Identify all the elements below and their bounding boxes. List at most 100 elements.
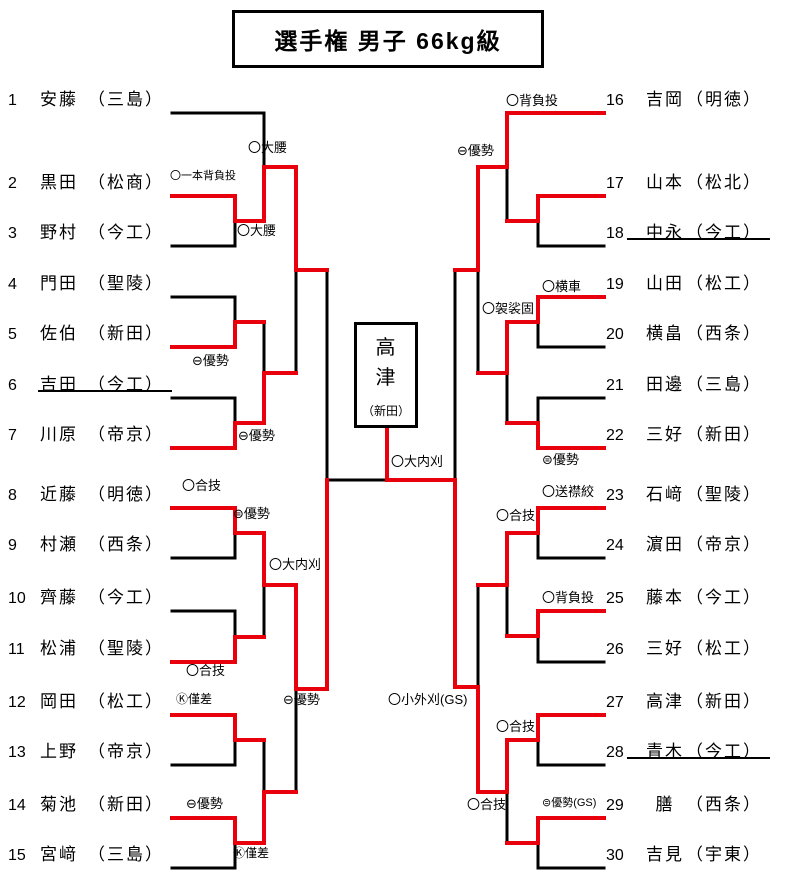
entry-22-number: 22 [606, 427, 624, 444]
title-box: 選手権 男子 66kg級 [232, 10, 544, 68]
technique-label-l_qf1: 〇大腰 [248, 140, 288, 155]
technique-label-r_r2_16: 〇背負投 [506, 93, 559, 108]
entry-25-school: （今工） [686, 588, 762, 607]
entry-13-name: 上野 [40, 742, 78, 761]
technique-label-r_r1_25v26: 〇背負投 [542, 590, 595, 605]
entry-8-number: 8 [8, 487, 17, 504]
entry-3-school: （今工） [88, 223, 164, 242]
entry-27-name: 高津 [646, 692, 684, 711]
entry-25-number: 25 [606, 590, 624, 607]
technique-label-l_r1_4v5: ⊖優勢 [192, 353, 229, 368]
entry-23-school: （聖陵） [686, 485, 762, 504]
entry-3-number: 3 [8, 225, 17, 242]
entry-22-school: （新田） [686, 425, 762, 444]
entry-5-name: 佐伯 [40, 324, 78, 343]
entry-10-number: 10 [8, 590, 26, 607]
technique-label-l_r1_8v9: 〇合技 [182, 478, 222, 493]
entry-20-name: 横畠 [646, 324, 684, 343]
entry-15-school: （三島） [88, 845, 164, 864]
entry-7-name: 川原 [40, 425, 78, 444]
technique-label-r_r1_19v20: 〇横車 [542, 279, 582, 294]
technique-label-l_r2_811: ⊜優勢 [233, 506, 270, 521]
entry-29-number: 29 [606, 797, 624, 814]
technique-label-r_r2_1922: 〇袈裟固 [482, 301, 535, 316]
entry-2-school: （松商） [88, 173, 164, 192]
entry-16-school: （明徳） [686, 90, 762, 109]
entry-30-number: 30 [606, 847, 624, 864]
entry-30-name: 吉見 [646, 845, 684, 864]
entry-11-school: （聖陵） [88, 639, 164, 658]
entry-7-number: 7 [8, 427, 17, 444]
technique-label-r_r2_2326: 〇合技 [496, 508, 536, 523]
technique-label-l_sf: ⊖優勢 [283, 692, 320, 707]
entry-11-number: 11 [8, 641, 25, 658]
entry-12-school: （松工） [88, 692, 164, 711]
entry-19-school: （松工） [686, 274, 762, 293]
technique-label-r_r1_29v30: ⊜優勢(GS) [542, 797, 597, 809]
entry-18-number: 18 [606, 225, 624, 242]
entry-27-number: 27 [606, 694, 624, 711]
entry-24-number: 24 [606, 537, 624, 554]
technique-label-r_r1_23v24: 〇送襟絞 [542, 484, 595, 499]
entry-26-name: 三好 [646, 639, 684, 658]
entry-4-number: 4 [8, 276, 17, 293]
entry-7-school: （帝京） [88, 425, 164, 444]
entry-1-name: 安藤 [40, 90, 78, 109]
entry-21-number: 21 [606, 377, 624, 394]
entry-25-name: 藤本 [646, 588, 684, 607]
technique-label-l_r2_1215: Ⓚ僅差 [233, 846, 270, 860]
entry-19-number: 19 [606, 276, 624, 293]
entry-11-name: 松浦 [40, 639, 78, 658]
entry-28-school: （今工） [686, 742, 762, 761]
technique-label-l_r1_10v11: 〇合技 [186, 663, 226, 678]
entry-14-number: 14 [8, 797, 26, 814]
champion-school: （新田） [361, 404, 410, 418]
entry-5-school: （新田） [88, 324, 164, 343]
entry-9-number: 9 [8, 537, 17, 554]
entry-24-name: 濵田 [646, 535, 684, 554]
entry-6-number: 6 [8, 377, 17, 394]
entry-10-school: （今工） [88, 588, 164, 607]
entry-3-name: 野村 [40, 223, 78, 242]
entry-14-name: 菊池 [40, 795, 78, 814]
entry-30-school: （宇東） [686, 845, 762, 864]
entry-15-number: 15 [8, 847, 26, 864]
entry-17-school: （松北） [686, 173, 762, 192]
entry-18-name: 中永 [646, 223, 684, 242]
entry-12-number: 12 [8, 694, 26, 711]
champion-box: 高津 （新田） [354, 322, 418, 428]
champion-name: 高津 [375, 337, 397, 389]
technique-label-l_r2_47: ⊖優勢 [238, 428, 275, 443]
entry-17-number: 17 [606, 175, 624, 192]
entry-28-name: 青木 [646, 742, 684, 761]
technique-label-final: 〇大内刈 [391, 454, 444, 469]
entry-19-name: 山田 [646, 274, 684, 293]
entry-24-school: （帝京） [686, 535, 762, 554]
entry-15-name: 宮﨑 [40, 845, 78, 864]
entry-6-school: （今工） [88, 375, 164, 394]
technique-label-l_r1_12v13: Ⓚ僅差 [176, 692, 213, 706]
entry-2-number: 2 [8, 175, 17, 192]
entry-16-name: 吉岡 [646, 90, 684, 109]
entry-9-school: （西条） [88, 535, 164, 554]
entry-5-number: 5 [8, 326, 17, 343]
entry-26-school: （松工） [686, 639, 762, 658]
technique-label-l_r2_1: 〇大腰 [237, 223, 277, 238]
entry-23-name: 石﨑 [646, 485, 684, 504]
entry-2-name: 黒田 [40, 173, 78, 192]
entry-22-name: 三好 [646, 425, 684, 444]
entry-13-number: 13 [8, 744, 26, 761]
entry-4-name: 門田 [40, 274, 78, 293]
entry-26-number: 26 [606, 641, 624, 658]
entry-20-number: 20 [606, 326, 624, 343]
entry-20-school: （西条） [686, 324, 762, 343]
entry-9-name: 村瀬 [40, 535, 78, 554]
technique-label-r_r1_21v22: ⊜優勢 [542, 452, 579, 467]
technique-label-l_qf2: 〇大内刈 [269, 557, 322, 572]
entry-29-school: （西条） [686, 795, 762, 814]
entry-10-name: 齊藤 [40, 588, 78, 607]
entry-23-number: 23 [606, 487, 624, 504]
